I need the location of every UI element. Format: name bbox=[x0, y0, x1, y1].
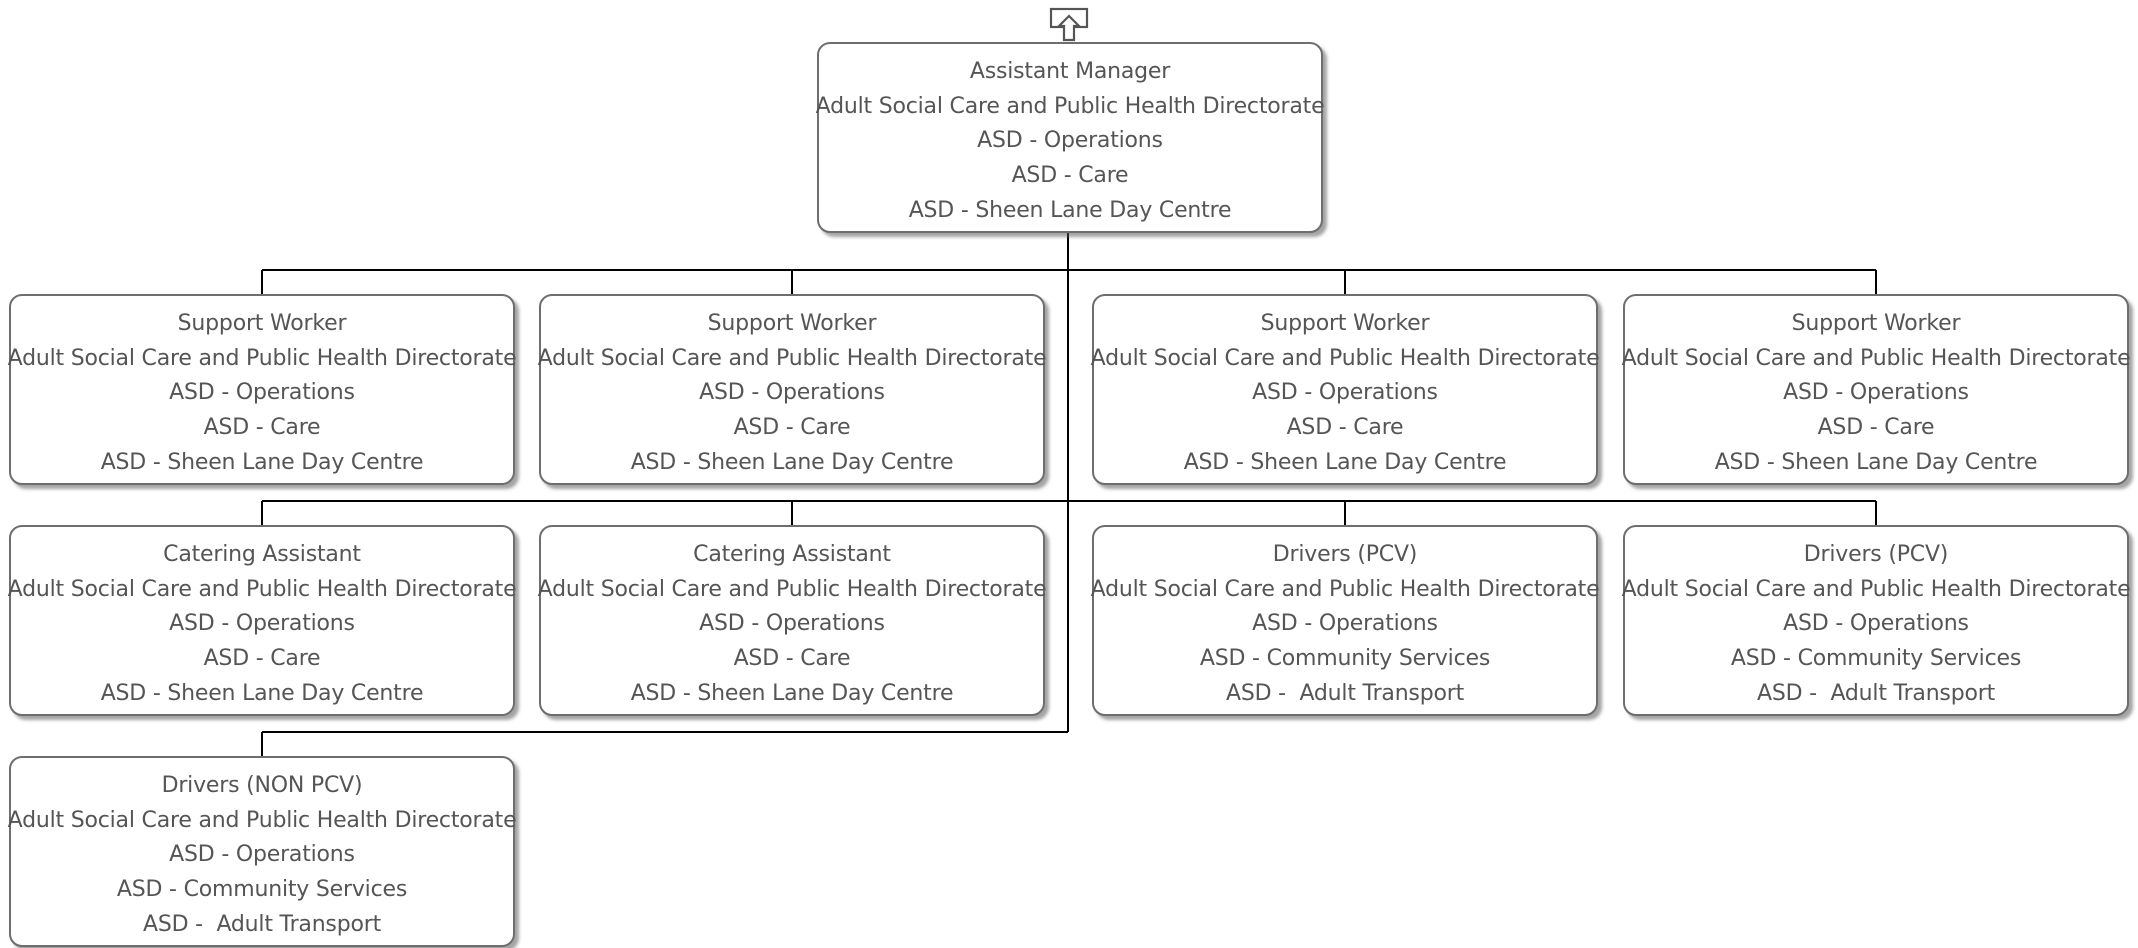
node-department: ASD - Community Services bbox=[116, 877, 408, 903]
node-division: ASD - Operations bbox=[1252, 611, 1438, 637]
node-directorate: Adult Social Care and Public Health Dire… bbox=[1621, 345, 2131, 371]
node-directorate: Adult Social Care and Public Health Dire… bbox=[537, 345, 1047, 371]
node-team: ASD - Sheen Lane Day Centre bbox=[1714, 449, 2038, 475]
node-division: ASD - Operations bbox=[169, 842, 355, 868]
node-division: ASD - Operations bbox=[1252, 380, 1438, 406]
node-directorate: Adult Social Care and Public Health Dire… bbox=[1090, 576, 1600, 602]
node-department: ASD - Care bbox=[1817, 415, 1935, 441]
node-position-title: Assistant Manager bbox=[969, 59, 1171, 84]
node-position-title: Catering Assistant bbox=[693, 542, 891, 567]
node-division: ASD - Operations bbox=[169, 380, 355, 406]
node-department: ASD - Community Services bbox=[1730, 646, 2022, 672]
node-department: ASD - Care bbox=[1286, 415, 1404, 441]
node-division: ASD - Operations bbox=[977, 128, 1163, 154]
node-position-title: Support Worker bbox=[1260, 311, 1430, 336]
node-team: ASD - Sheen Lane Day Centre bbox=[100, 680, 424, 706]
node-department: ASD - Community Services bbox=[1199, 646, 1491, 672]
node-position-title: Catering Assistant bbox=[163, 542, 361, 567]
node-position-title: Drivers (NON PCV) bbox=[161, 773, 363, 798]
node-drivers-pcv[interactable]: Drivers (PCV) Adult Social Care and Publi… bbox=[1621, 525, 2131, 716]
node-division: ASD - Operations bbox=[699, 611, 885, 637]
node-division: ASD - Operations bbox=[1783, 380, 1969, 406]
node-team: ASD - Adult Transport bbox=[1225, 680, 1464, 706]
node-division: ASD - Operations bbox=[1783, 611, 1969, 637]
node-position-title: Support Worker bbox=[177, 311, 347, 336]
node-team: ASD - Adult Transport bbox=[142, 911, 381, 937]
node-position-title: Drivers (PCV) bbox=[1803, 542, 1949, 567]
node-position-title: Support Worker bbox=[1791, 311, 1961, 336]
node-directorate: Adult Social Care and Public Health Dire… bbox=[7, 345, 517, 371]
node-team: ASD - Sheen Lane Day Centre bbox=[1183, 449, 1507, 475]
node-drivers-non-pcv[interactable]: Drivers (NON PCV) Adult Social Care and P… bbox=[7, 756, 517, 947]
node-directorate: Adult Social Care and Public Health Dire… bbox=[1621, 576, 2131, 602]
node-position-title: Support Worker bbox=[707, 311, 877, 336]
node-directorate: Adult Social Care and Public Health Dire… bbox=[7, 807, 517, 833]
node-department: ASD - Care bbox=[203, 415, 321, 441]
node-division: ASD - Operations bbox=[169, 611, 355, 637]
node-team: ASD - Sheen Lane Day Centre bbox=[630, 449, 954, 475]
node-directorate: Adult Social Care and Public Health Dire… bbox=[537, 576, 1047, 602]
node-department: ASD - Care bbox=[203, 646, 321, 672]
navigate-up-icon[interactable] bbox=[1049, 7, 1089, 43]
node-team: ASD - Sheen Lane Day Centre bbox=[630, 680, 954, 706]
node-directorate: Adult Social Care and Public Health Dire… bbox=[815, 93, 1325, 119]
node-directorate: Adult Social Care and Public Health Dire… bbox=[1090, 345, 1600, 371]
node-department: ASD - Care bbox=[733, 646, 851, 672]
node-department: ASD - Care bbox=[1011, 163, 1129, 189]
node-team: ASD - Adult Transport bbox=[1756, 680, 1995, 706]
node-team: ASD - Sheen Lane Day Centre bbox=[100, 449, 424, 475]
node-team: ASD - Sheen Lane Day Centre bbox=[908, 197, 1232, 223]
node-department: ASD - Care bbox=[733, 415, 851, 441]
node-directorate: Adult Social Care and Public Health Dire… bbox=[7, 576, 517, 602]
node-position-title: Drivers (PCV) bbox=[1272, 542, 1418, 567]
node-division: ASD - Operations bbox=[699, 380, 885, 406]
node-drivers-pcv[interactable]: Drivers (PCV) Adult Social Care and Publi… bbox=[1090, 525, 1600, 716]
